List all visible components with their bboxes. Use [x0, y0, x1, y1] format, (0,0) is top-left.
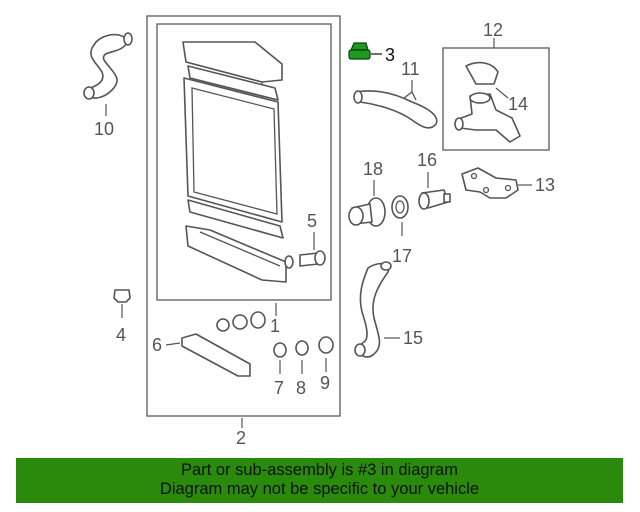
callout-7: 7 — [274, 378, 284, 398]
banner-line-1: Part or sub-assembly is #3 in diagram — [181, 461, 458, 479]
callout-15: 15 — [403, 328, 423, 348]
assembly-box-2 — [146, 15, 341, 417]
callout-2: 2 — [236, 428, 246, 448]
hose-part-11[interactable] — [353, 90, 438, 129]
callout-13: 13 — [535, 175, 555, 195]
callout-4: 4 — [116, 325, 126, 345]
gasket-part-17[interactable] — [391, 195, 409, 219]
callout-10: 10 — [94, 119, 114, 139]
radiator-cap-part-3[interactable] — [348, 42, 371, 60]
callout-14: 14 — [508, 94, 528, 114]
radiator-core[interactable] — [182, 41, 287, 283]
callout-12: 12 — [483, 20, 503, 40]
grommets-group[interactable] — [216, 311, 266, 332]
assembly-box-1 — [156, 23, 332, 301]
bracket-part-13[interactable] — [461, 167, 519, 199]
upper-hose-part-10[interactable] — [83, 32, 133, 100]
banner-line-2: Diagram may not be specific to your vehi… — [159, 480, 480, 498]
parts-diagram: 10 5 1 6 7 8 9 2 — [83, 15, 555, 448]
grommet-part-8[interactable] — [295, 340, 309, 356]
callout-16: 16 — [417, 150, 437, 170]
sensor-part-16[interactable] — [418, 189, 451, 210]
callout-17: 17 — [392, 246, 412, 266]
thermostat-part-18[interactable] — [348, 197, 386, 227]
lower-hose-part-15[interactable] — [354, 261, 392, 358]
callout-1: 1 — [270, 316, 280, 336]
callout-18: 18 — [363, 159, 383, 179]
callout-3: 3 — [385, 45, 395, 65]
water-outlet-assembly[interactable] — [454, 92, 521, 143]
info-banner: Part or sub-assembly is #3 in diagram Di… — [16, 458, 623, 503]
lower-bracket-part-6[interactable] — [181, 333, 251, 377]
cap-part-14[interactable] — [465, 61, 499, 85]
callout-9: 9 — [320, 373, 330, 393]
cushion-part-9[interactable] — [318, 336, 334, 354]
drain-cock-part-5[interactable] — [284, 250, 326, 269]
callout-11: 11 — [401, 59, 420, 79]
assembly-box-12 — [442, 47, 550, 151]
callout-6: 6 — [152, 335, 162, 355]
callout-5: 5 — [307, 211, 317, 231]
callout-8: 8 — [296, 378, 306, 398]
cushion-part-4[interactable] — [113, 289, 131, 303]
washer-part-7[interactable] — [273, 342, 287, 358]
